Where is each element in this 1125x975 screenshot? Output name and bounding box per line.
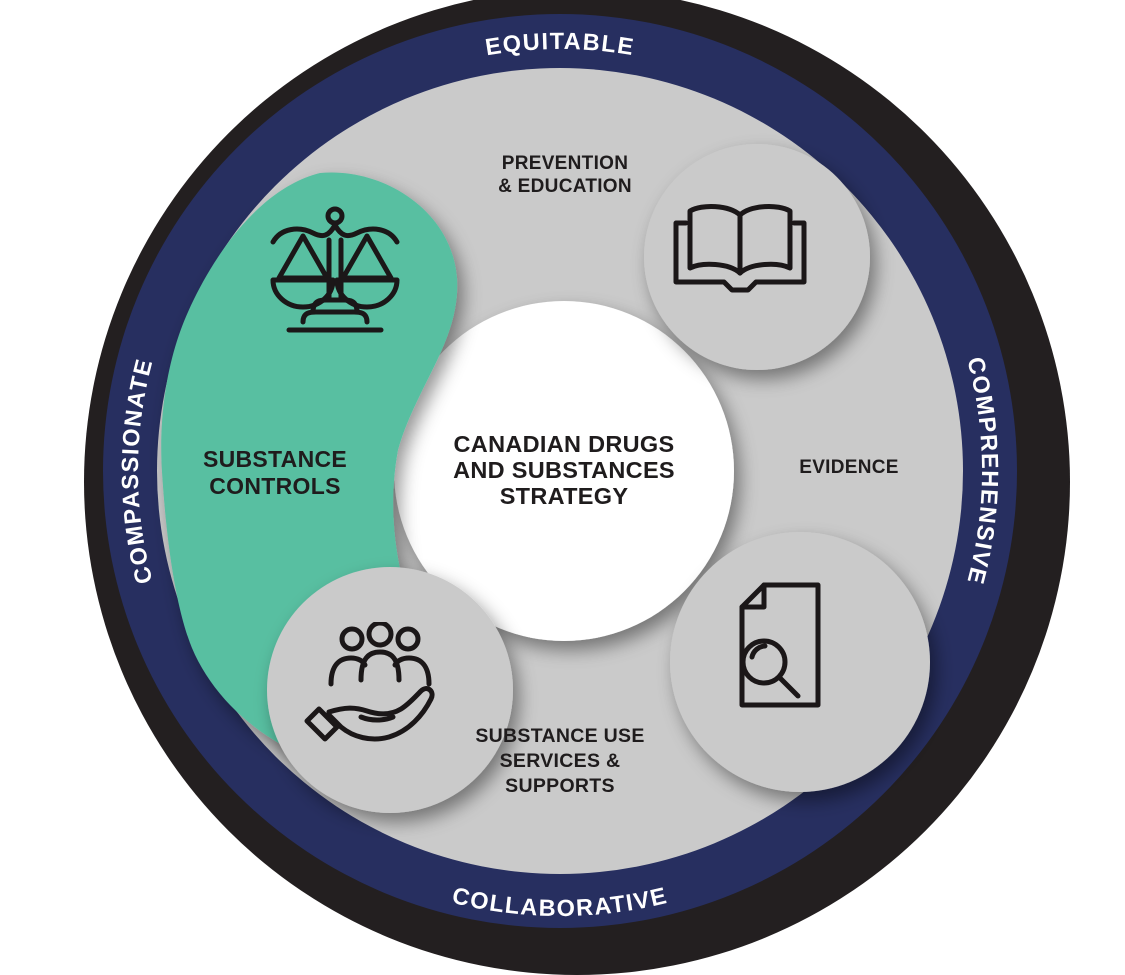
document-search-icon — [739, 582, 821, 708]
evidence-icon-circle — [670, 532, 930, 792]
prevention-icon-circle — [644, 144, 870, 370]
substance-controls-label: SUBSTANCE CONTROLS — [202, 446, 348, 499]
prevention-education-label: PREVENTION & EDUCATION — [498, 153, 632, 197]
open-book-icon — [673, 204, 807, 293]
scales-of-justice-icon — [270, 206, 400, 333]
center-title: CANADIAN DRUGS AND SUBSTANCES STRATEGY — [453, 431, 675, 509]
substance-use-services-label: SUBSTANCE USE SERVICES & SUPPORTS — [475, 725, 645, 797]
hand-holding-people-icon — [304, 622, 435, 742]
center-white-circle — [394, 301, 734, 641]
evidence-label: EVIDENCE — [799, 457, 899, 478]
services-icon-circle — [267, 567, 513, 813]
